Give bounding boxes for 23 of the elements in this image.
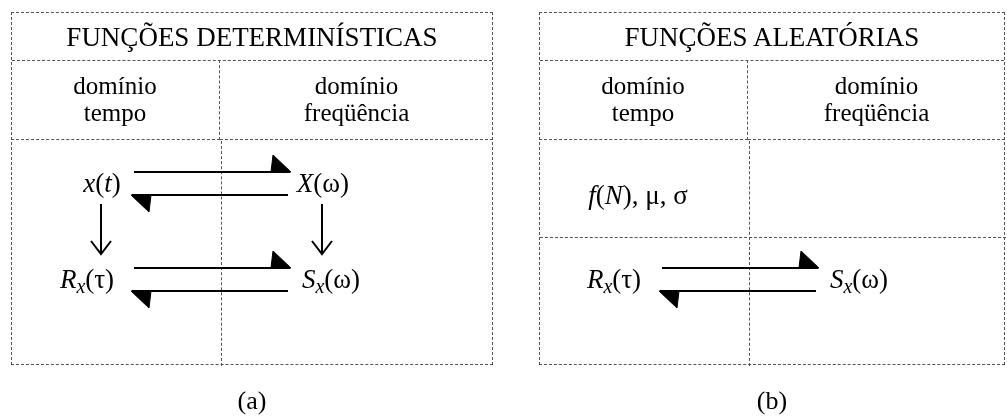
column-header-cell: domínio tempo [539,60,748,140]
math-expression: S$_{x}$(ω) [819,257,899,301]
column-header-cell: domínio tempo [11,60,220,140]
panel-caption: (a) [237,388,267,414]
math-expression: x(t) [71,163,133,203]
math-expression: R$_{x}$(τ) [41,257,133,301]
math-expression: R$_{x}$(τ) [567,257,661,301]
arrow [661,250,820,269]
column-header-cell: domínio freqüência [748,60,1005,140]
column-header-cell: domínio freqüência [220,60,493,140]
table-heading: FUNÇÕES DETERMINÍSTICAS [66,23,438,51]
math-expression: S$_{x}$(ω) [291,257,371,301]
arrow [311,203,333,255]
arrow [658,290,817,309]
arrow [130,194,289,213]
panel-caption: (b) [756,388,788,414]
table-heading: FUNÇÕES ALEATÓRIAS [624,23,920,51]
arrow [133,250,292,269]
arrow [90,203,112,255]
arrow [130,290,289,309]
arrow [133,154,292,173]
math-expression: f(N), μ, σ [553,173,723,217]
math-expression: X(ω) [291,163,355,203]
